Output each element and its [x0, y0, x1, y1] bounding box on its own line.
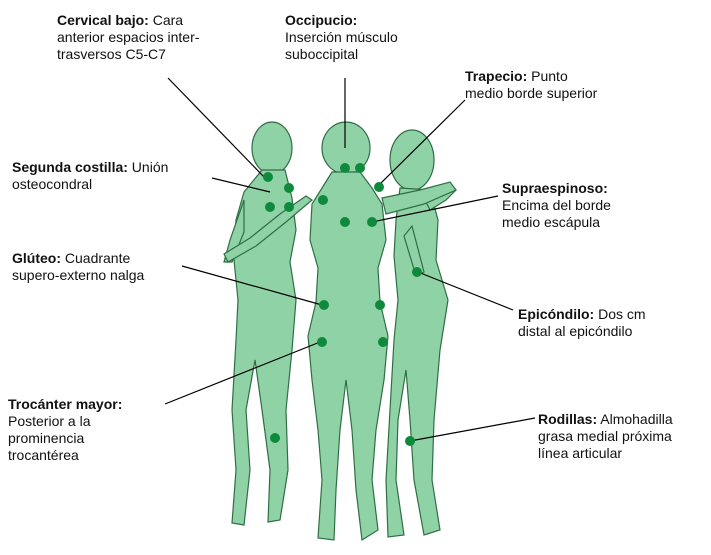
point-costilla-right — [284, 202, 294, 212]
point-rodilla-right — [405, 436, 415, 446]
point-gluteo-left — [319, 300, 329, 310]
label-segunda-costilla: Segunda costilla: Unión osteocondral — [12, 159, 168, 193]
point-trocanter-left — [317, 337, 327, 347]
point-trapecio-right — [374, 182, 384, 192]
label-rodillas: Rodillas: Almohadilla grasa medial próxi… — [538, 411, 673, 462]
label-trocanter-mayor: Trocánter mayor: Posterior a la prominen… — [8, 396, 122, 464]
label-cervical-bajo: Cervical bajo: Cara anterior espacios in… — [57, 12, 199, 63]
point-cervical-right — [284, 183, 294, 193]
point-trocanter-right — [378, 337, 388, 347]
label-occipucio: Occipucio: Inserción músculo suboccipita… — [285, 12, 398, 63]
label-epicondilo: Epicóndilo: Dos cm distal al epicóndilo — [518, 306, 646, 340]
label-title: Cervical bajo: — [57, 12, 149, 28]
label-supraespinoso: Supraespinoso: Encima del borde medio es… — [502, 180, 611, 231]
point-rodilla-left — [270, 433, 280, 443]
point-cervical-left — [263, 172, 273, 182]
left-figure — [224, 122, 296, 525]
point-gluteo-right — [375, 300, 385, 310]
point-trapecio-left — [318, 195, 328, 205]
point-costilla-left — [265, 202, 275, 212]
point-occipucio-left — [340, 163, 350, 173]
label-trapecio: Trapecio: Punto medio borde superior — [465, 68, 597, 102]
label-gluteo: Glúteo: Cuadrante supero-externo nalga — [12, 250, 144, 284]
point-supra-right — [367, 217, 377, 227]
point-occipucio-right — [355, 163, 365, 173]
point-epicondilo — [412, 267, 422, 277]
point-supra-left — [340, 217, 350, 227]
